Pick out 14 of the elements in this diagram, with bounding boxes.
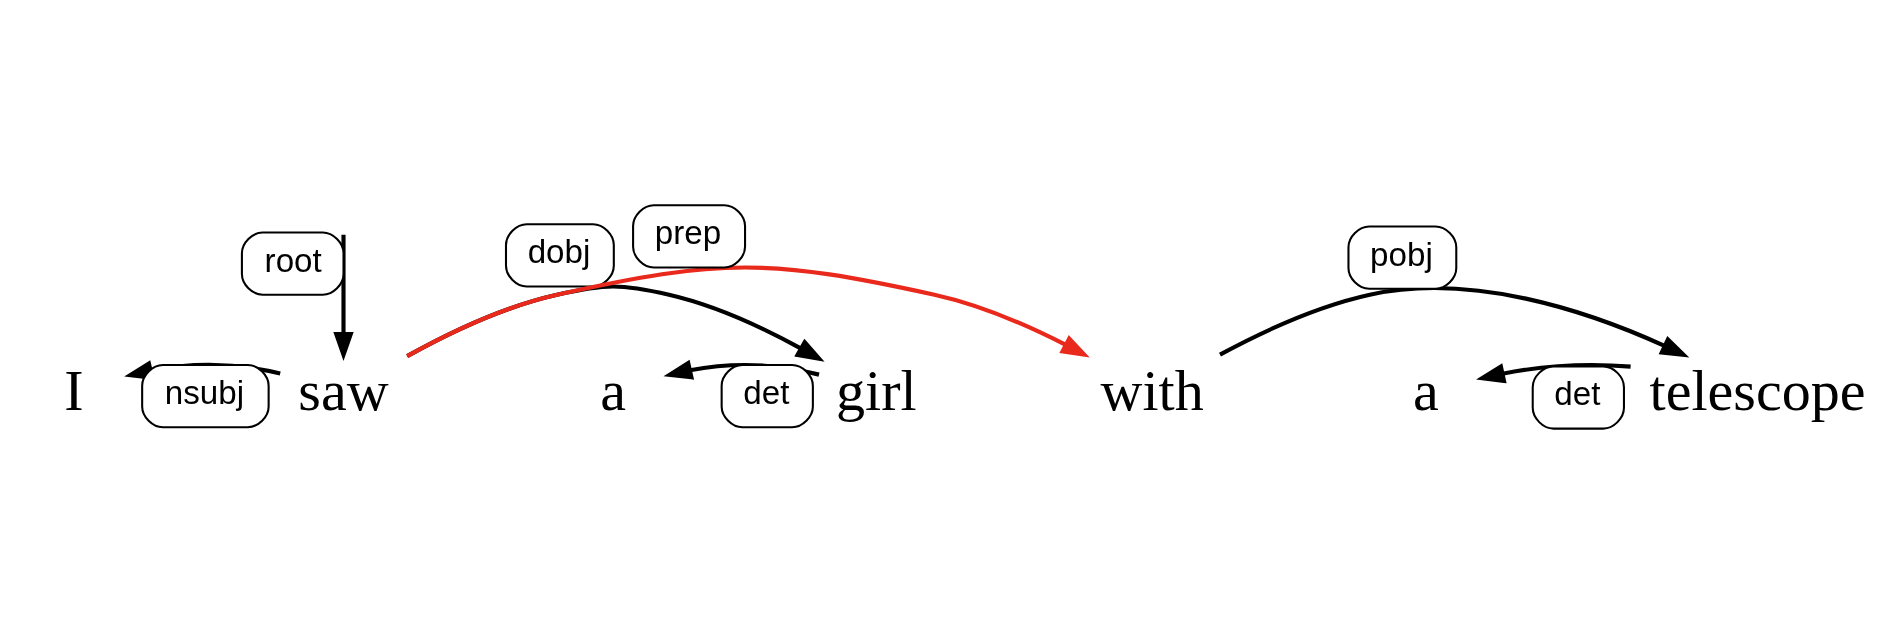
edge-label: nsubj: [164, 373, 244, 411]
edge-label: prep: [654, 214, 721, 252]
node-text: a: [1412, 357, 1439, 423]
node-text: telescope: [1649, 357, 1866, 423]
node-text: girl: [835, 357, 917, 423]
node-text: saw: [297, 357, 389, 423]
edge-label: det: [742, 373, 789, 411]
node-text: a: [599, 357, 626, 423]
edge-label: pobj: [1369, 235, 1433, 273]
edge-label: dobj: [527, 233, 590, 271]
edge-label: root: [264, 241, 322, 279]
edge-label: det: [1553, 375, 1600, 413]
node-text: I: [63, 357, 84, 423]
node-text: with: [1100, 357, 1204, 423]
